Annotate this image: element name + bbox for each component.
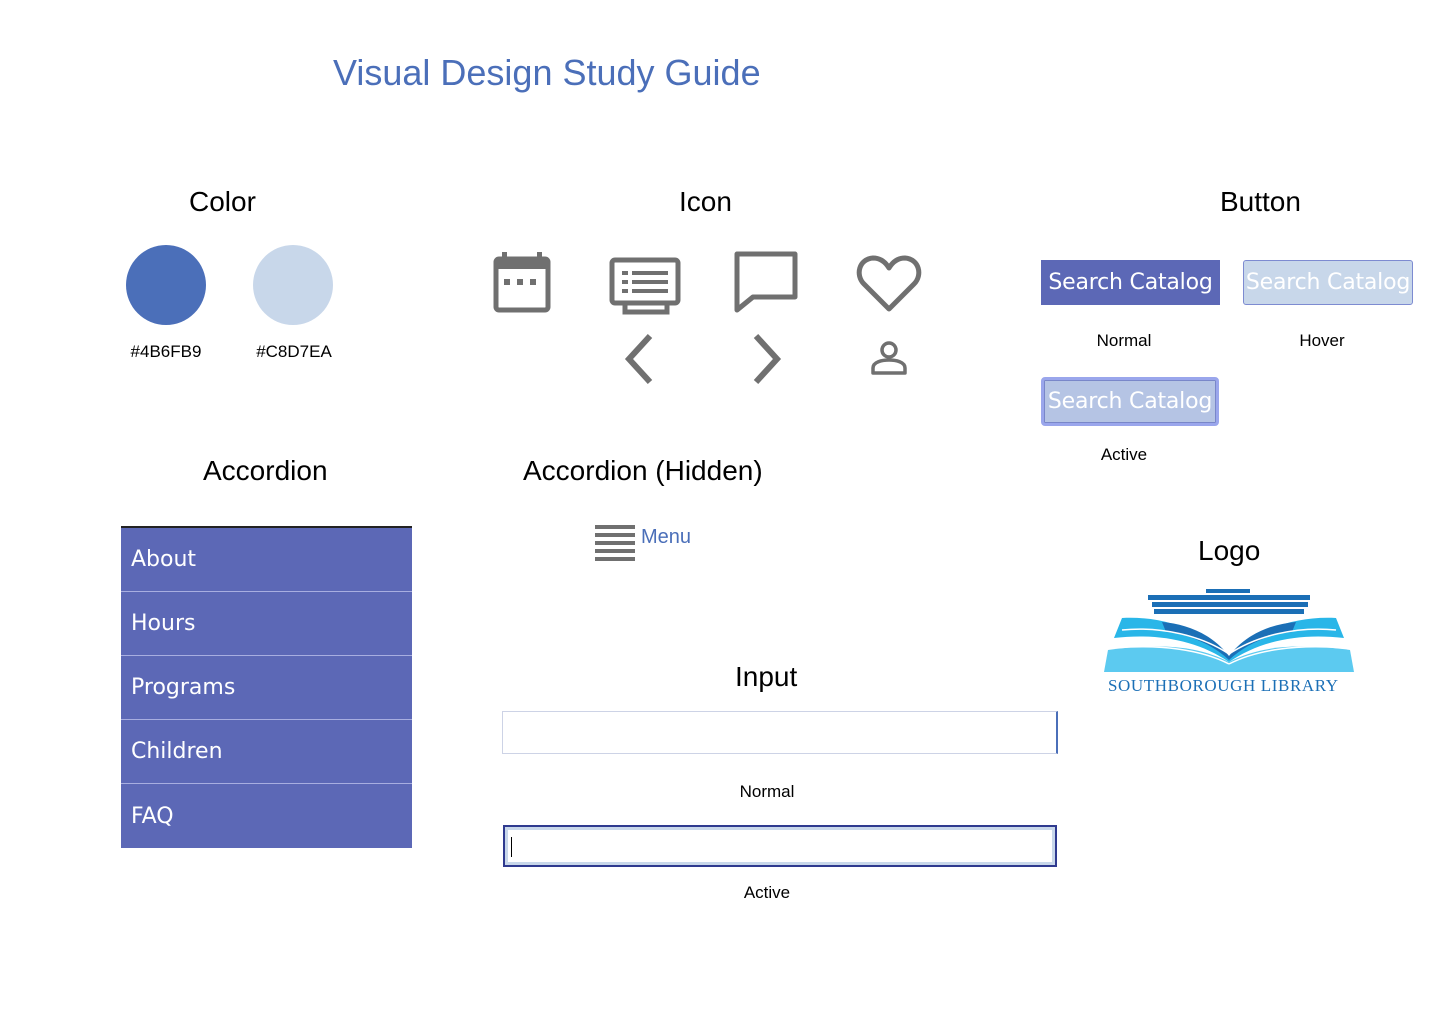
- accordion-section-title: Accordion: [203, 455, 328, 486]
- accordion: About Hours Programs Children FAQ: [121, 526, 412, 848]
- text-caret: [511, 837, 512, 857]
- accordion-item-programs[interactable]: Programs: [121, 656, 412, 720]
- heart-icon: [856, 253, 922, 313]
- text-input-active[interactable]: [503, 825, 1057, 867]
- text-input-normal[interactable]: [502, 711, 1058, 754]
- search-catalog-button-hover[interactable]: Search Catalog: [1243, 260, 1413, 305]
- library-logo: [1102, 588, 1356, 679]
- calendar-icon: [492, 250, 552, 316]
- chevron-right-icon: [746, 332, 786, 386]
- accordion-hidden-section-title: Accordion (Hidden): [523, 455, 763, 486]
- color-hex-primary: #4B6FB9: [130, 342, 202, 361]
- color-section-title: Color: [189, 186, 256, 217]
- button-state-normal-label: Normal: [1096, 331, 1152, 350]
- logo-text: SOUTHBOROUGH LIBRARY: [1108, 676, 1339, 695]
- page-title: Visual Design Study Guide: [333, 52, 761, 93]
- accordion-item-hours[interactable]: Hours: [121, 592, 412, 656]
- menu-label[interactable]: Menu: [641, 526, 692, 548]
- search-catalog-button-normal[interactable]: Search Catalog: [1041, 260, 1220, 305]
- accordion-item-children[interactable]: Children: [121, 720, 412, 784]
- user-icon: [870, 340, 908, 376]
- button-state-active-label: Active: [1100, 445, 1148, 464]
- input-state-normal-label: Normal: [739, 782, 795, 801]
- color-swatch-secondary: [253, 245, 333, 325]
- accordion-item-about[interactable]: About: [121, 528, 412, 592]
- icon-section-title: Icon: [679, 186, 732, 217]
- search-catalog-button-active[interactable]: Search Catalog: [1041, 377, 1219, 426]
- input-state-active-label: Active: [743, 883, 791, 902]
- chevron-left-icon: [620, 332, 660, 386]
- logo-section-title: Logo: [1198, 535, 1261, 566]
- button-section-title: Button: [1220, 186, 1301, 217]
- chat-bubble-icon: [733, 250, 799, 314]
- hamburger-icon[interactable]: [594, 524, 636, 562]
- color-swatch-primary: [126, 245, 206, 325]
- message-icon: [609, 257, 681, 315]
- accordion-item-faq[interactable]: FAQ: [121, 784, 412, 848]
- color-hex-secondary: #C8D7EA: [256, 342, 332, 361]
- button-state-hover-label: Hover: [1299, 331, 1345, 350]
- input-section-title: Input: [735, 661, 798, 692]
